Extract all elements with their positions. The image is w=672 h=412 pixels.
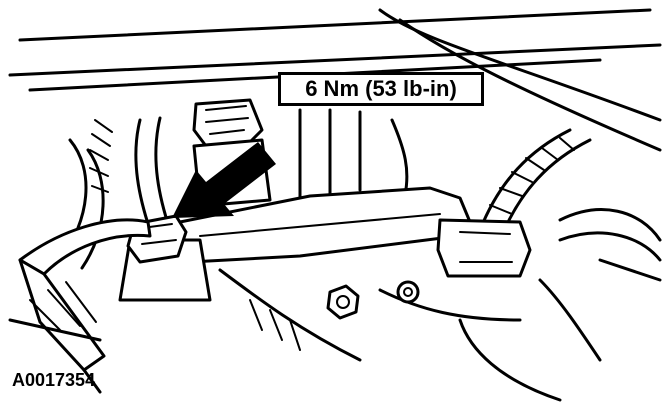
background-engine-linework: [8, 8, 662, 402]
torque-specification-callout: 6 Nm (53 lb-in): [278, 72, 484, 106]
left-shroud: [8, 218, 152, 394]
arrow-pointer-icon: [172, 142, 276, 218]
figure-reference-id: A0017354: [12, 370, 96, 390]
